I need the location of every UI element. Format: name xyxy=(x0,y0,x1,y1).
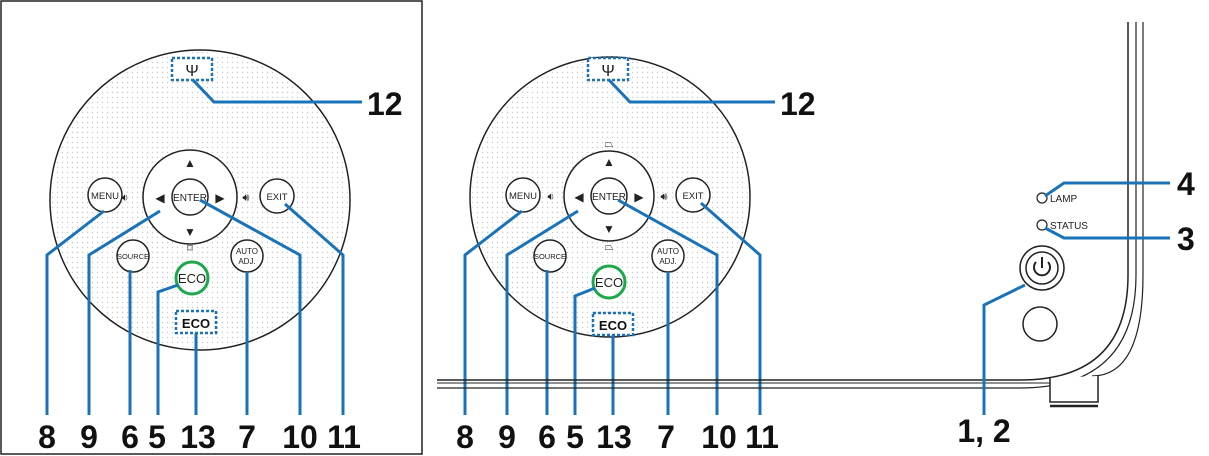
auto-adjust-button-label-1: AUTO xyxy=(236,247,258,256)
callout-4: 4 xyxy=(1177,166,1195,202)
leader-line-4 xyxy=(1044,181,1170,198)
menu-button[interactable] xyxy=(87,177,123,213)
lamp-indicator-icon xyxy=(1036,192,1048,204)
enter-button-label-2: ENTER xyxy=(592,192,626,203)
source-button-2[interactable] xyxy=(533,239,567,273)
projector-foot xyxy=(1049,376,1099,403)
cabinet-edge-mid xyxy=(437,22,1137,389)
callout-7b: 7 xyxy=(657,419,675,455)
exit-button-label: EXIT xyxy=(266,192,287,203)
arrow-left-icon-2: ◀ xyxy=(574,190,584,204)
eco-indicator-label: ECO xyxy=(182,316,210,331)
callout-1-2: 1, 2 xyxy=(957,413,1010,449)
callout-10: 10 xyxy=(282,419,318,455)
eco-indicator-label-2: ECO xyxy=(599,318,627,333)
callout-8b: 8 xyxy=(456,419,474,455)
callout-11: 11 xyxy=(327,419,361,455)
power-icon xyxy=(1033,261,1051,277)
callout-5: 5 xyxy=(148,419,166,455)
callout-5b: 5 xyxy=(566,419,584,455)
auto-adjust-button-label-2b: ADJ. xyxy=(659,257,676,266)
auto-adjust-button[interactable] xyxy=(230,239,264,273)
auto-adjust-button-2[interactable] xyxy=(651,239,685,273)
remote-sensor-icon: Ψ xyxy=(185,63,198,80)
cabinet-edge-outer xyxy=(437,22,1129,381)
leader-line-9b xyxy=(505,209,579,415)
volume-up-icon-2: 🔊︎ xyxy=(661,191,668,203)
leader-line-8 xyxy=(45,209,105,415)
callout-6b: 6 xyxy=(538,419,556,455)
eco-button[interactable] xyxy=(174,260,210,296)
exit-button-label-2: EXIT xyxy=(682,191,703,202)
leader-line-1-2 xyxy=(982,283,1026,415)
eco-button-2[interactable] xyxy=(591,264,627,300)
eco-button-label: ECO xyxy=(178,271,206,286)
leader-line-11b xyxy=(700,201,762,415)
arrow-up-icon-2: ▲ xyxy=(603,155,615,169)
enter-button-label: ENTER xyxy=(173,193,207,204)
callout-6: 6 xyxy=(121,419,139,455)
leader-line-9 xyxy=(87,209,161,415)
arrow-up-icon: ▲ xyxy=(184,156,196,170)
leader-line-10b xyxy=(617,198,719,415)
keystone-icon: ⌑ xyxy=(187,243,193,255)
callout-12: 12 xyxy=(367,86,403,122)
callout-8: 8 xyxy=(38,419,56,455)
callout-3: 3 xyxy=(1177,221,1195,257)
middle-panel: Ψ ⏢ ▲ ▼ ◀ ▶ 🔉︎ 🔊︎ ⏢ ENTER MENU EXIT SOUR… xyxy=(456,56,816,455)
leader-line-10 xyxy=(199,198,302,415)
projector-body: LAMP STATUS 4 3 1, 2 xyxy=(437,22,1195,449)
remote-sensor-highlight xyxy=(170,56,214,82)
keystone-up-icon: ⏢ xyxy=(605,138,614,150)
leader-line-5 xyxy=(156,283,179,415)
leader-line-12 xyxy=(191,78,362,104)
callout-10b: 10 xyxy=(701,419,737,455)
left-panel: Ψ ▲ ▼ ◀ ▶ 🔉︎ 🔊︎ ⌑ ENTER MENU EXIT SOURCE… xyxy=(0,0,423,455)
leader-line-8b xyxy=(463,209,523,415)
auto-adjust-button-label-2: ADJ. xyxy=(238,257,255,266)
auto-adjust-button-label-2a: AUTO xyxy=(657,247,679,256)
volume-down-icon-2: 🔉︎ xyxy=(548,191,555,203)
remote-sensor-highlight-2 xyxy=(586,56,630,82)
callout-7: 7 xyxy=(238,419,256,455)
enter-button-2[interactable] xyxy=(590,177,628,215)
source-button[interactable] xyxy=(116,239,150,273)
volume-up-icon: 🔊︎ xyxy=(243,192,250,204)
source-button-label-2: SOURCE xyxy=(534,252,566,261)
remote-sensor-icon-2: Ψ xyxy=(601,63,614,80)
leader-line-5b xyxy=(573,286,596,415)
arrow-down-icon-2: ▼ xyxy=(603,222,615,236)
menu-button-label: MENU xyxy=(91,191,119,202)
callout-13: 13 xyxy=(180,419,216,455)
status-indicator-icon xyxy=(1036,219,1048,231)
volume-down-icon: 🔉︎ xyxy=(122,192,129,204)
callout-9: 9 xyxy=(80,419,98,455)
eco-button-label-2: ECO xyxy=(595,275,623,290)
sensor-window xyxy=(1022,306,1058,342)
source-button-label: SOURCE xyxy=(117,252,149,261)
lamp-indicator-label: LAMP xyxy=(1050,194,1078,205)
callout-12b: 12 xyxy=(780,86,816,122)
arrow-down-icon: ▼ xyxy=(184,225,196,239)
leader-line-12b xyxy=(607,78,775,104)
keystone-down-icon: ⏢ xyxy=(605,241,614,253)
callout-13b: 13 xyxy=(596,419,632,455)
arrow-right-icon-2: ▶ xyxy=(634,190,644,204)
status-indicator-label: STATUS xyxy=(1050,221,1088,232)
menu-button-2[interactable] xyxy=(505,177,541,213)
leader-line-11 xyxy=(284,202,345,415)
menu-button-label-2: MENU xyxy=(509,191,537,202)
enter-button[interactable] xyxy=(171,178,209,216)
cabinet-edge-inner xyxy=(1091,22,1144,377)
callout-11b: 11 xyxy=(745,419,779,455)
arrow-left-icon: ◀ xyxy=(155,191,165,205)
arrow-right-icon: ▶ xyxy=(215,191,225,205)
leader-line-3 xyxy=(1044,226,1170,240)
callout-9b: 9 xyxy=(498,419,516,455)
